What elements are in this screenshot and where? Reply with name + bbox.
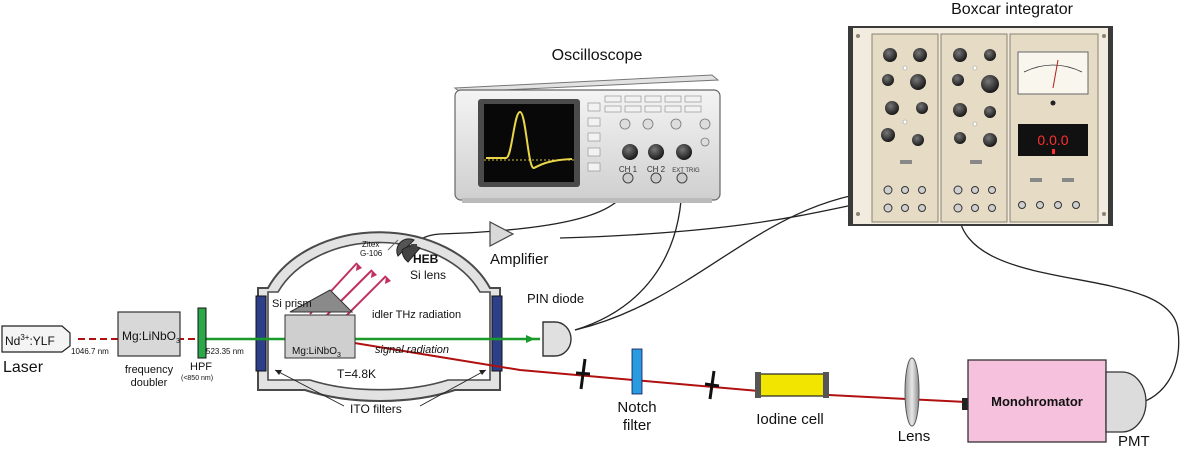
pin-diode-label: PIN diode	[527, 291, 584, 306]
si-prism	[289, 289, 354, 313]
cable-pin-to-scope	[574, 179, 683, 331]
ito-filters-label: ITO filters	[350, 402, 402, 416]
boxcar-integrator: 0.0.0	[848, 26, 1113, 226]
frequency-doubler-label-1: frequency	[125, 364, 174, 376]
si-lens-label: Si lens	[410, 268, 446, 282]
crystal-label: Mg:LiNbO3	[292, 346, 341, 359]
ito-filter-right	[491, 295, 503, 372]
cable-pmt-to-boxcar	[957, 207, 1180, 405]
wavelength-second-harmonic-label: 523.35 nm	[206, 347, 244, 356]
laser-label: Laser	[3, 359, 44, 376]
pmt-detector	[1105, 371, 1147, 433]
hpf-filter	[197, 307, 207, 359]
boxcar-display-value: 0.0.0	[1037, 132, 1068, 148]
cable-pin-to-boxcar	[574, 189, 889, 331]
ito-filter-left	[255, 295, 267, 372]
oscilloscope-screen	[484, 104, 574, 182]
boxcar-title: Boxcar integrator	[951, 1, 1074, 18]
beams	[78, 262, 967, 403]
scope-ch2-label: CH 2	[647, 165, 666, 174]
zitex-label-2: G-106	[360, 249, 383, 258]
signal-radiation-label: signal radiation	[375, 344, 449, 356]
wavelength-fundamental-label: 1046.7 nm	[71, 347, 109, 356]
frequency-doubler-label-2: doubler	[131, 377, 168, 389]
boxcar-knobs	[881, 48, 999, 147]
laser-medium-label: Nd3+:YLF	[5, 333, 55, 348]
aperture-1	[575, 358, 591, 390]
frequency-doubler	[117, 311, 181, 357]
zitex-filter	[387, 239, 399, 251]
amplifier-label: Amplifier	[490, 251, 548, 268]
temperature-label: T=4.8K	[337, 367, 376, 381]
amplifier-symbol	[489, 221, 515, 247]
hpf-cutoff-label: (<850 nm)	[181, 375, 213, 382]
heb-detector	[396, 238, 421, 263]
oscilloscope-trace	[486, 110, 573, 170]
monochromator-slit	[962, 398, 969, 410]
pin-diode	[542, 321, 572, 357]
laser	[1, 325, 71, 353]
cable-amp-to-boxcar	[559, 197, 889, 239]
iodine-cell	[755, 372, 829, 398]
notch-filter-label-1: Notch	[617, 399, 656, 416]
monochromator	[967, 359, 1107, 443]
scope-ch1-label: CH 1	[619, 165, 638, 174]
notch-filter-label-2: filter	[623, 417, 651, 434]
idler-thz-label: idler THz radiation	[372, 309, 461, 321]
beam-signal	[329, 338, 967, 403]
heb-label: HEB	[413, 252, 439, 266]
pmt-label: PMT	[1118, 433, 1150, 450]
boxcar-bnc-connectors	[883, 185, 1080, 213]
crystal-mglinbo3	[284, 314, 356, 359]
si-prism-label: Si prism	[272, 298, 312, 310]
focusing-lens	[904, 357, 920, 427]
oscilloscope-title: Oscilloscope	[552, 47, 643, 64]
oscilloscope: CH 1 CH 2 EXT TRIG	[453, 74, 721, 203]
hpf-label: HPF	[190, 361, 212, 373]
lens-label: Lens	[898, 428, 931, 445]
iodine-cell-label: Iodine cell	[756, 411, 824, 428]
aperture-2	[704, 370, 720, 400]
zitex-label-1: Zitex	[362, 240, 379, 249]
oscilloscope-inputs	[622, 172, 688, 184]
notch-filter	[631, 348, 643, 395]
scope-ext-label: EXT TRIG	[672, 168, 700, 174]
oscilloscope-side-buttons	[587, 102, 601, 172]
ito-pointer-arrows	[274, 369, 487, 407]
monochromator-label: Monohromator	[991, 394, 1083, 409]
doubler-crystal-label: Mg:LiNbO3	[122, 329, 180, 345]
oscilloscope-knobs	[622, 144, 692, 160]
